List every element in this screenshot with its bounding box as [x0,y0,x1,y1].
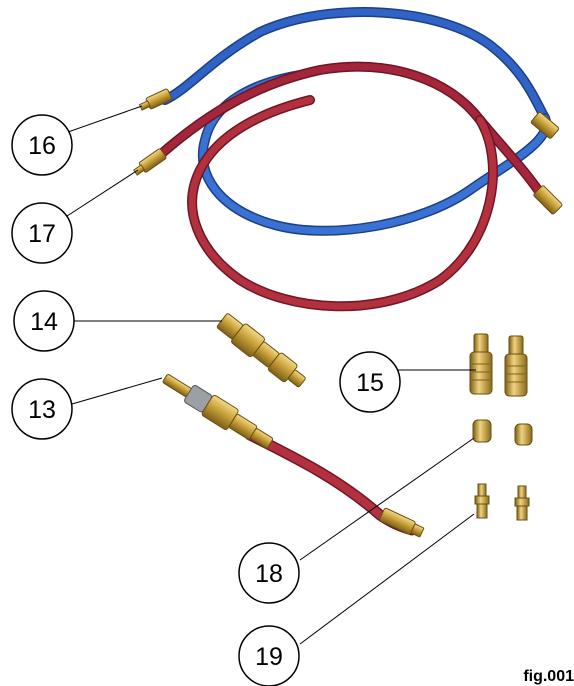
red-hose-fitting-right [533,185,563,215]
callout-16: 16 [11,114,73,176]
figure-label: fig.001 [523,668,574,685]
coupler-part-14 [216,313,306,388]
svg-text:13: 13 [28,396,56,424]
hose-end-fitting [379,507,425,538]
callout-17: 17 [11,202,73,264]
svg-text:15: 15 [356,369,384,397]
quick-coupler-a [469,333,493,395]
leader-19 [299,513,475,645]
svg-text:14: 14 [30,308,58,336]
red-hose-fitting-left [133,148,167,176]
callout-19: 19 [238,625,300,686]
svg-text:17: 17 [28,220,56,248]
quick-coupler-b [504,335,528,397]
leader-16 [67,105,143,133]
leader-17 [63,169,139,219]
callout-18: 18 [238,542,300,604]
leader-lines [63,105,476,645]
red-hose [133,61,563,312]
ball-valve [162,374,274,449]
leader-13 [71,377,163,405]
blue-hose-fitting-right [530,111,560,139]
quick-couplers-part-15 [469,333,528,397]
adapters-part-19 [474,483,530,521]
callout-13: 13 [11,378,73,440]
callout-15: 15 [339,351,401,413]
adapter-a [474,483,490,519]
cap-a [472,419,492,443]
short-hose-part-13 [162,374,425,538]
svg-text:16: 16 [28,132,56,160]
blue-hose-fitting-left [138,88,173,111]
callout-14: 14 [13,290,75,352]
adapter-b [514,485,530,521]
svg-text:18: 18 [255,560,283,588]
leader-18 [299,437,475,561]
caps-part-18 [472,419,533,446]
cap-b [514,423,533,446]
svg-text:19: 19 [255,643,283,671]
